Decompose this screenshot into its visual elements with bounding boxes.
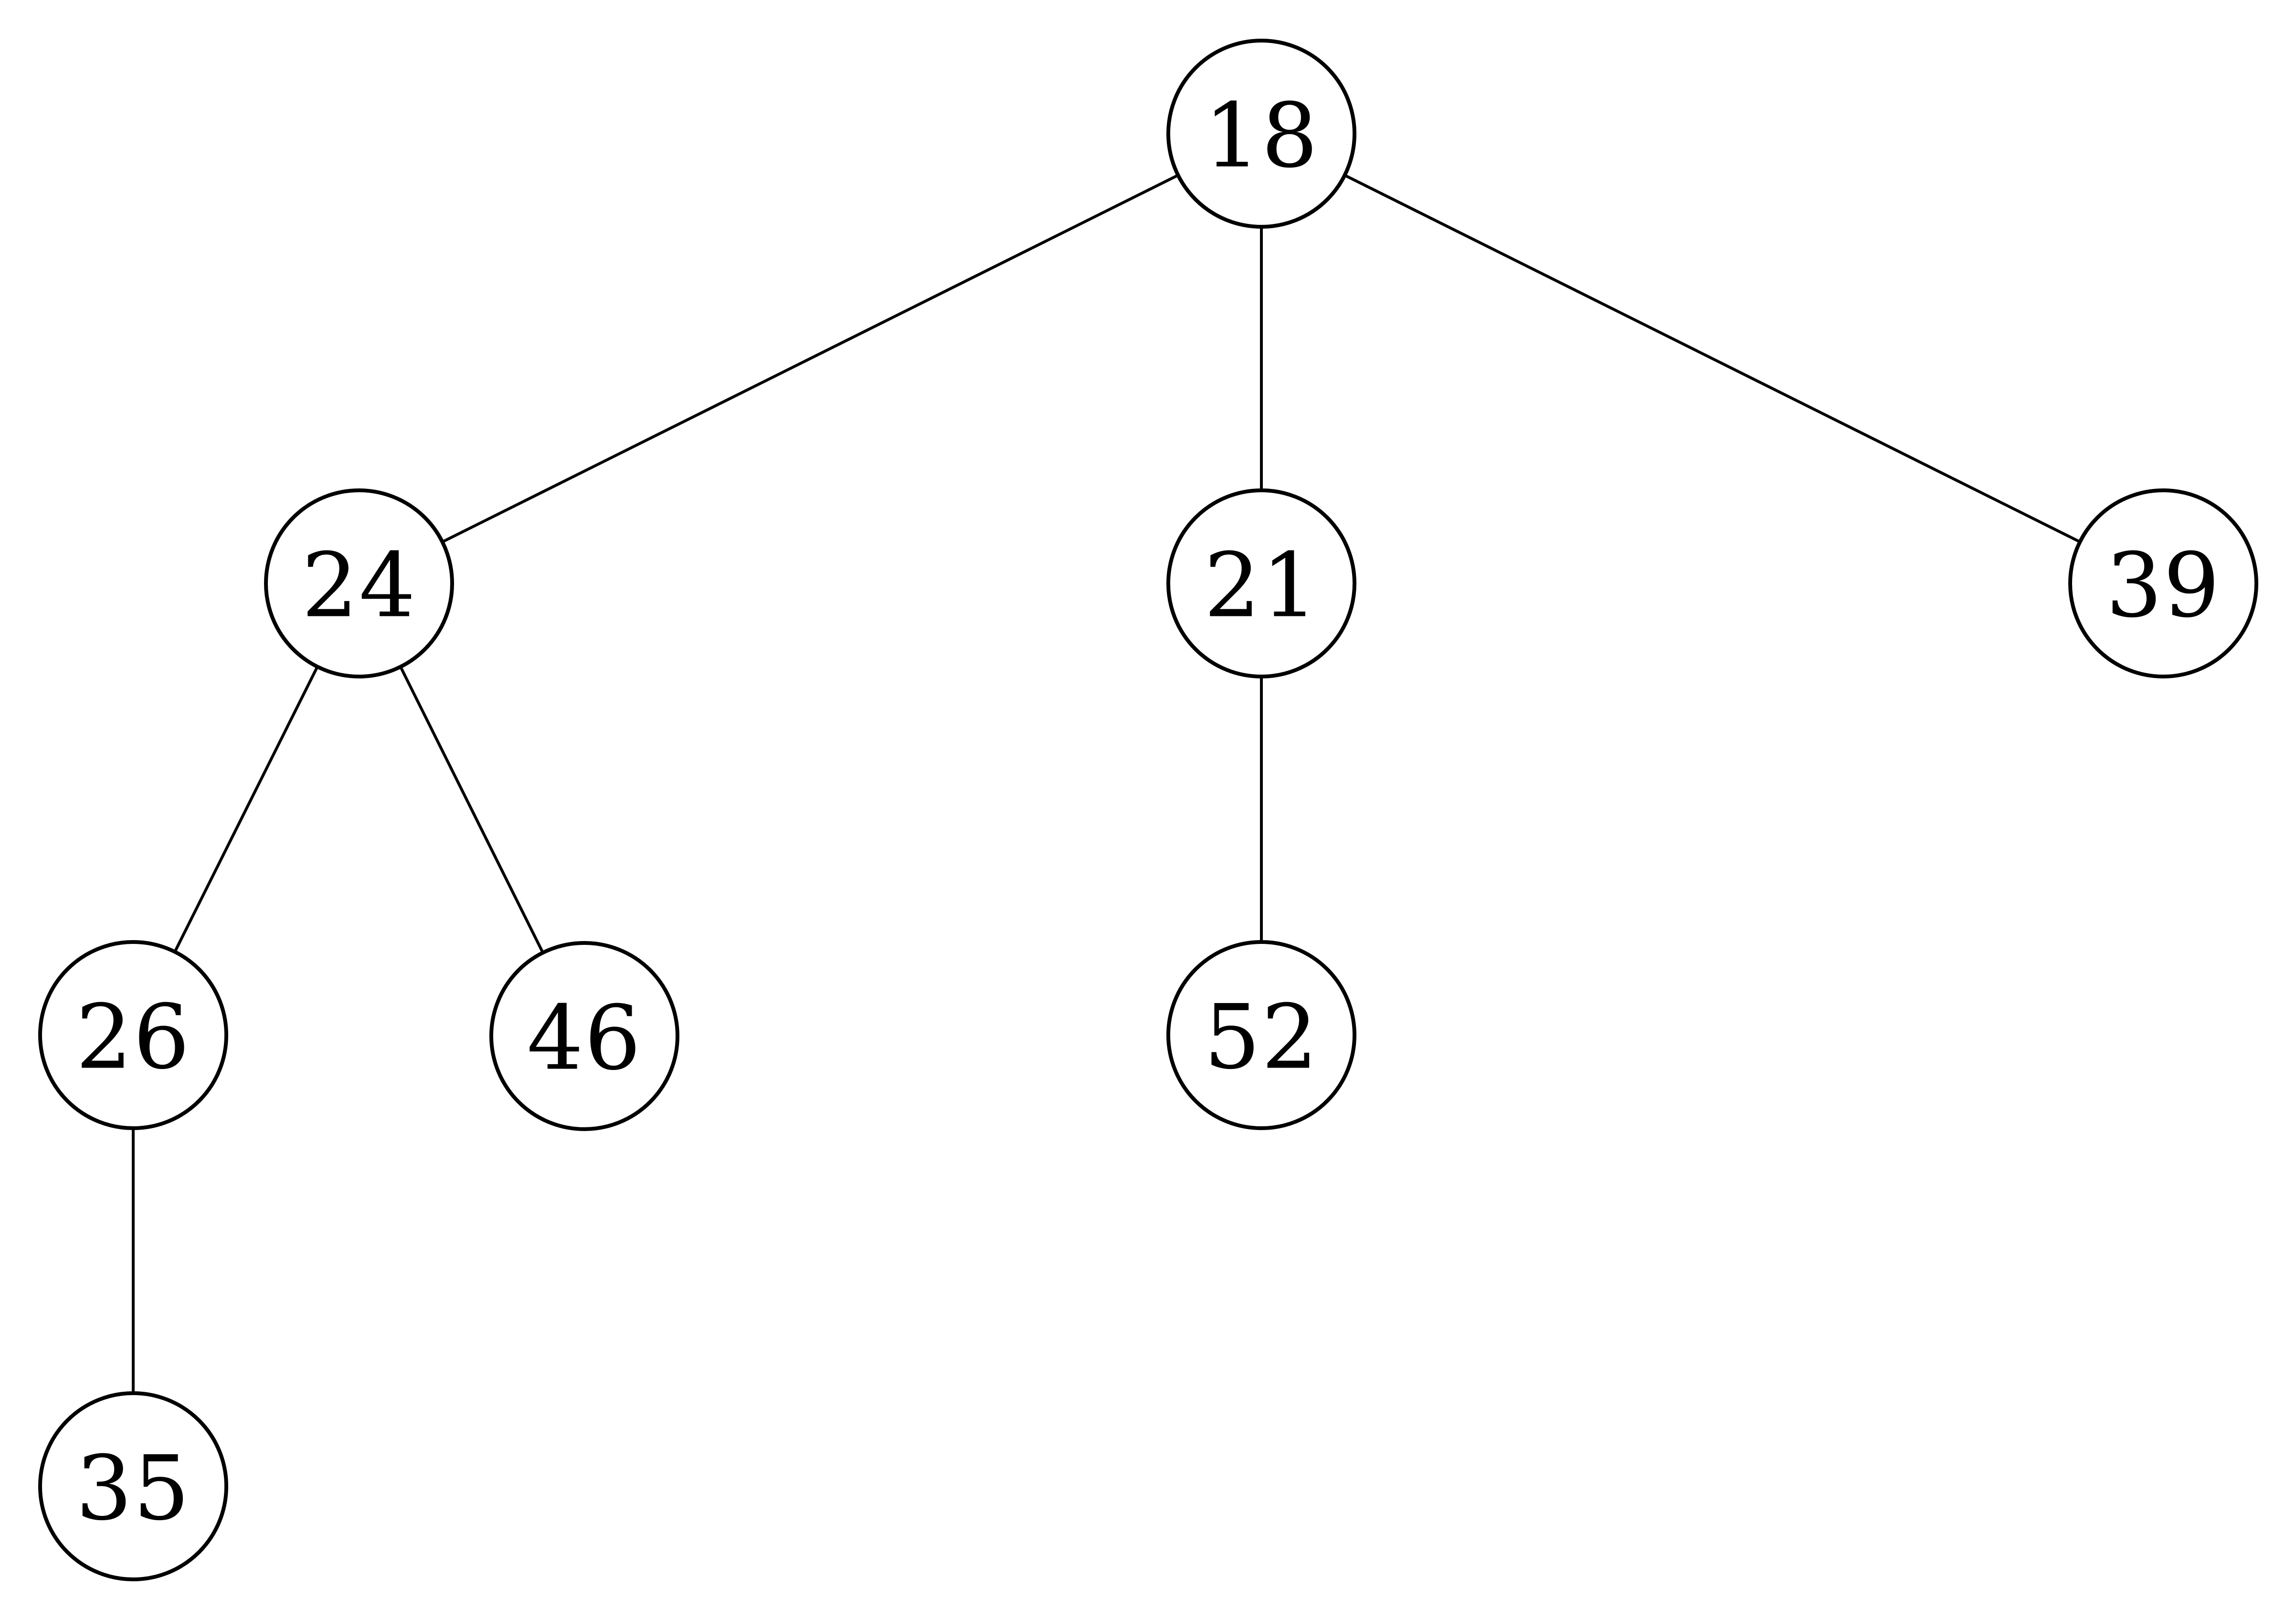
tree-node[interactable]: 39	[2068, 488, 2258, 678]
node-label: 26	[76, 985, 191, 1089]
tree-node[interactable]: 46	[489, 941, 679, 1131]
node-circle[interactable]	[489, 941, 679, 1131]
tree-node[interactable]: 24	[264, 488, 454, 678]
tree-edge	[441, 173, 1180, 544]
node-circle[interactable]	[264, 488, 454, 678]
node-circle[interactable]	[38, 940, 228, 1130]
node-circle[interactable]	[1166, 488, 1356, 678]
tree-node[interactable]: 26	[38, 940, 228, 1130]
node-label: 52	[1204, 985, 1319, 1089]
node-circle[interactable]	[1166, 39, 1356, 229]
node-circle[interactable]	[38, 1391, 228, 1581]
node-layer: 18 24 21 39 26 46 52 35	[38, 39, 2258, 1581]
tree-edge	[173, 665, 319, 953]
tree-edge	[1343, 173, 2082, 544]
node-label: 21	[1204, 534, 1319, 637]
tree-node[interactable]: 18	[1166, 39, 1356, 229]
tree-node[interactable]: 52	[1166, 940, 1356, 1130]
node-label: 18	[1204, 84, 1319, 188]
node-circle[interactable]	[2068, 488, 2258, 678]
edge-layer	[132, 173, 2082, 1394]
node-label: 39	[2106, 534, 2221, 637]
node-label: 24	[302, 534, 417, 637]
node-label: 46	[527, 986, 642, 1090]
tree-node[interactable]: 21	[1166, 488, 1356, 678]
tree-edge	[399, 665, 545, 954]
node-circle[interactable]	[1166, 940, 1356, 1130]
node-label: 35	[76, 1437, 191, 1540]
tree-node[interactable]: 35	[38, 1391, 228, 1581]
